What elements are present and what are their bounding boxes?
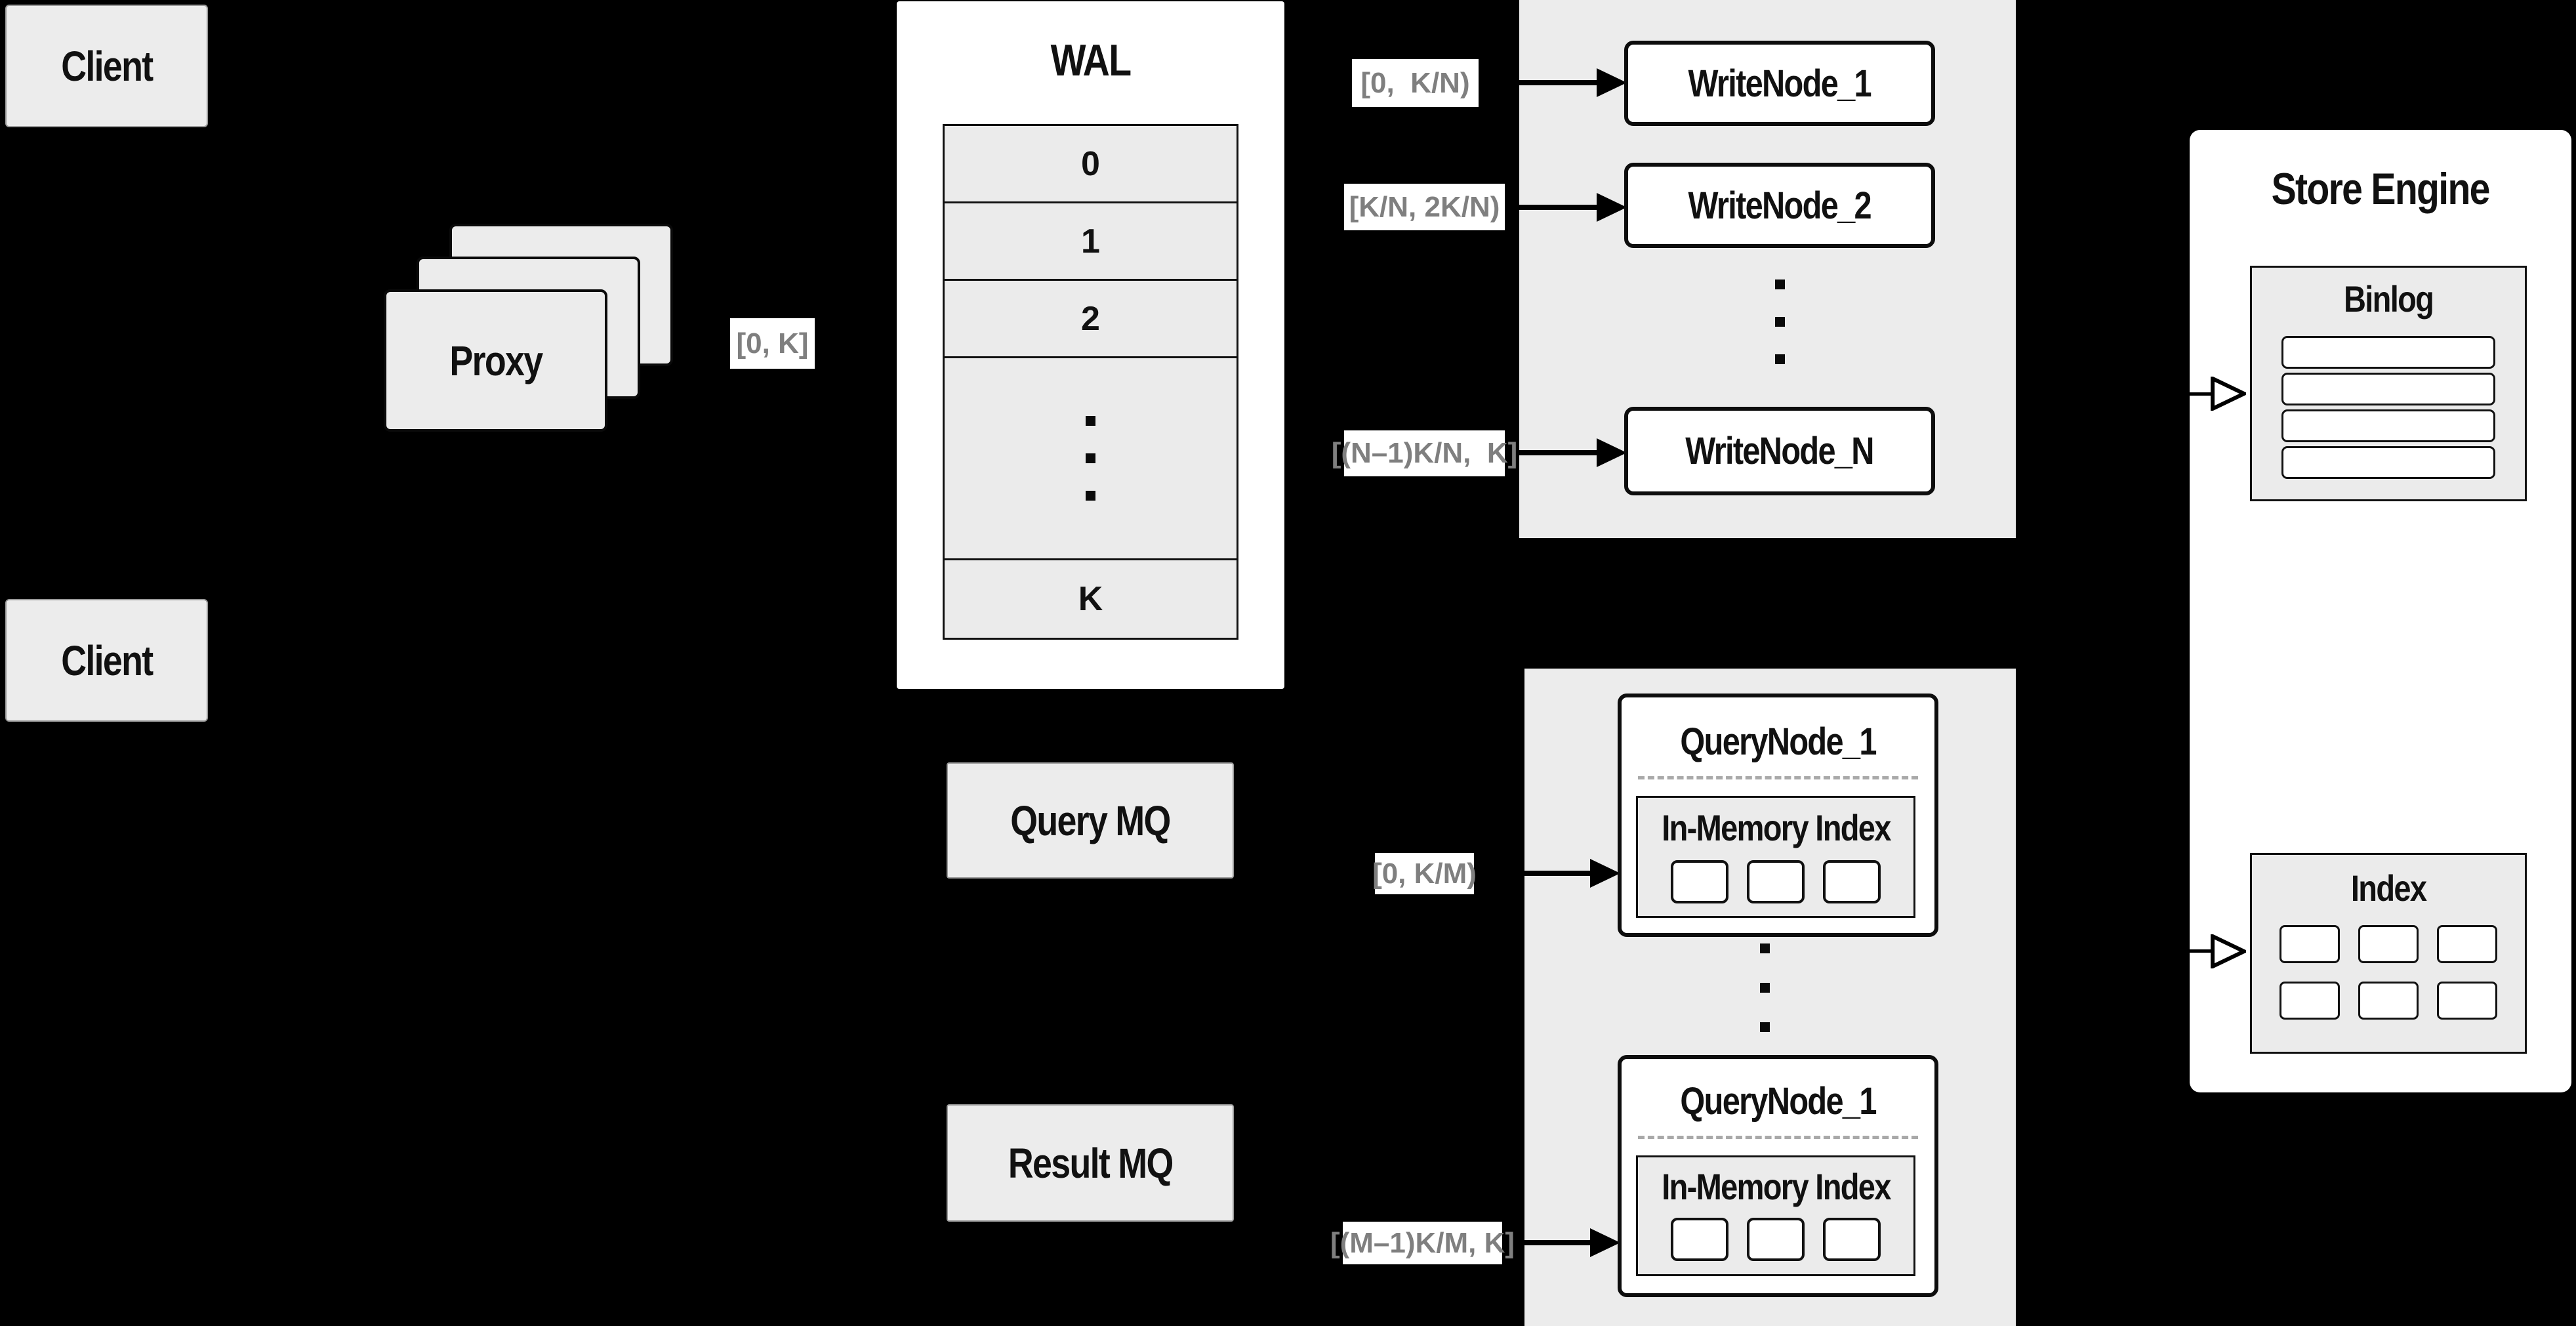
result-mq-label: Result MQ [1008,1139,1174,1187]
arrow-line-to-binlog [2190,392,2213,396]
wal-segment-0: 0 [943,124,1238,203]
querynode-top-title-wrap: QueryNode_1 [1622,707,1934,776]
client-top-label: Client [60,42,153,90]
index-cell [2280,982,2340,1020]
binlog-title-wrap: Binlog [2252,271,2525,327]
in-memory-index-top-title-wrap: In-Memory Index [1638,801,1913,854]
querynode-bottom-title-wrap: QueryNode_1 [1622,1067,1934,1136]
in-memory-index-top-cells [1638,860,1913,903]
binlog-title: Binlog [2343,278,2434,320]
range-label-proxy-wal: [0, K] [730,318,815,369]
arrowhead-writenode-1 [1597,68,1627,97]
writenode-n: WriteNode_N [1624,407,1935,495]
binlog-row [2281,409,2495,442]
index-cell [1671,1218,1728,1261]
ellipsis-dot [1775,317,1785,327]
index-cell [1671,860,1728,903]
index-cell [2437,925,2497,963]
binlog-row [2281,336,2495,369]
proxy-node: Proxy [384,289,607,432]
wal-segment-2: 2 [943,279,1238,358]
arrow-to-writenode-1 [1519,80,1597,85]
arrow-to-querynode-2 [1524,1240,1593,1245]
arrowhead-querynode-2 [1590,1228,1620,1257]
ellipsis-dot [1086,491,1095,501]
writenode-1-label: WriteNode_1 [1688,62,1872,105]
wal-segment-table: 0 1 2 K [943,124,1238,640]
arrowhead-writenode-2 [1597,193,1627,222]
querynode-top: QueryNode_1 In-Memory Index [1618,694,1938,937]
in-memory-index-bottom-title: In-Memory Index [1661,1165,1891,1207]
index-cell [1823,860,1881,903]
querynode-top-title: QueryNode_1 [1680,720,1877,763]
index-title: Index [2350,867,2427,909]
querynode-bottom-title: QueryNode_1 [1680,1080,1877,1123]
ellipsis-dot [1775,280,1785,289]
result-mq-node: Result MQ [947,1104,1234,1222]
wal-segment-ellipsis [943,356,1238,560]
binlog-row [2281,373,2495,405]
arrow-to-writenode-n [1519,450,1597,455]
ellipsis-dot [1086,416,1095,426]
range-label-querynode-2: [(M–1)K/M, K] [1330,1222,1515,1264]
index-cell [2437,982,2497,1020]
store-engine-container: Store Engine Binlog Index [2190,130,2571,1092]
arrow-to-querynode-1 [1524,871,1593,876]
arrowhead-writenode-n [1597,438,1627,467]
index-cell [1823,1218,1881,1261]
wal-title: WAL [1050,35,1132,85]
store-engine-title: Store Engine [2271,164,2491,214]
range-label-writenode-1: [0, K/N) [1352,59,1479,107]
arrow-to-writenode-2 [1519,205,1597,210]
hollow-arrowhead-index [2211,934,2246,968]
wal-title-wrap: WAL [897,24,1284,96]
index-box: Index [2250,853,2527,1054]
in-memory-index-top-title: In-Memory Index [1661,806,1891,848]
querynode-bottom: QueryNode_1 In-Memory Index [1618,1055,1938,1297]
wal-segment-1: 1 [943,201,1238,281]
binlog-rows [2281,336,2495,479]
query-mq-label: Query MQ [1010,797,1171,844]
client-node-top: Client [5,5,208,127]
in-memory-index-bottom-cells [1638,1218,1913,1261]
querynode-top-divider [1638,776,1918,779]
writenode-1: WriteNode_1 [1624,41,1935,126]
range-label-querynode-1: [0, K/M) [1372,853,1477,894]
binlog-row [2281,446,2495,479]
ellipsis-dot [1760,943,1770,953]
querynode-bottom-divider [1638,1136,1918,1139]
writenode-2: WriteNode_2 [1624,163,1935,248]
proxy-label: Proxy [449,337,543,384]
ellipsis-dot [1760,1022,1770,1032]
arrowhead-querynode-1 [1590,859,1620,888]
client-node-bottom: Client [5,599,208,722]
writenode-n-label: WriteNode_N [1685,430,1875,472]
writenode-2-label: WriteNode_2 [1688,184,1872,227]
hollow-arrowhead-binlog [2211,377,2246,411]
ellipsis-dot [1086,453,1095,463]
in-memory-index-bottom: In-Memory Index [1636,1155,1915,1276]
index-cell [1747,1218,1805,1261]
in-memory-index-top: In-Memory Index [1636,796,1915,918]
index-title-wrap: Index [2252,860,2525,916]
range-label-writenode-2: [K/N, 2K/N) [1344,184,1505,230]
store-engine-title-wrap: Store Engine [2190,153,2571,225]
index-cell [2358,925,2419,963]
wal-segment-k: K [943,558,1238,640]
index-cells-row-2 [2252,982,2525,1020]
query-mq-node: Query MQ [947,762,1234,879]
client-bottom-label: Client [60,636,153,684]
index-cell [2358,982,2419,1020]
wal-container: WAL 0 1 2 K [897,1,1284,689]
ellipsis-dot [1760,983,1770,993]
binlog-box: Binlog [2250,266,2527,501]
range-label-writenode-n: [(N–1)K/N, K] [1332,430,1517,476]
ellipsis-dot [1775,354,1785,364]
index-cells-row-1 [2252,925,2525,963]
arrow-line-to-index [2190,949,2213,953]
in-memory-index-bottom-title-wrap: In-Memory Index [1638,1160,1913,1212]
index-cell [2280,925,2340,963]
index-cell [1747,860,1805,903]
